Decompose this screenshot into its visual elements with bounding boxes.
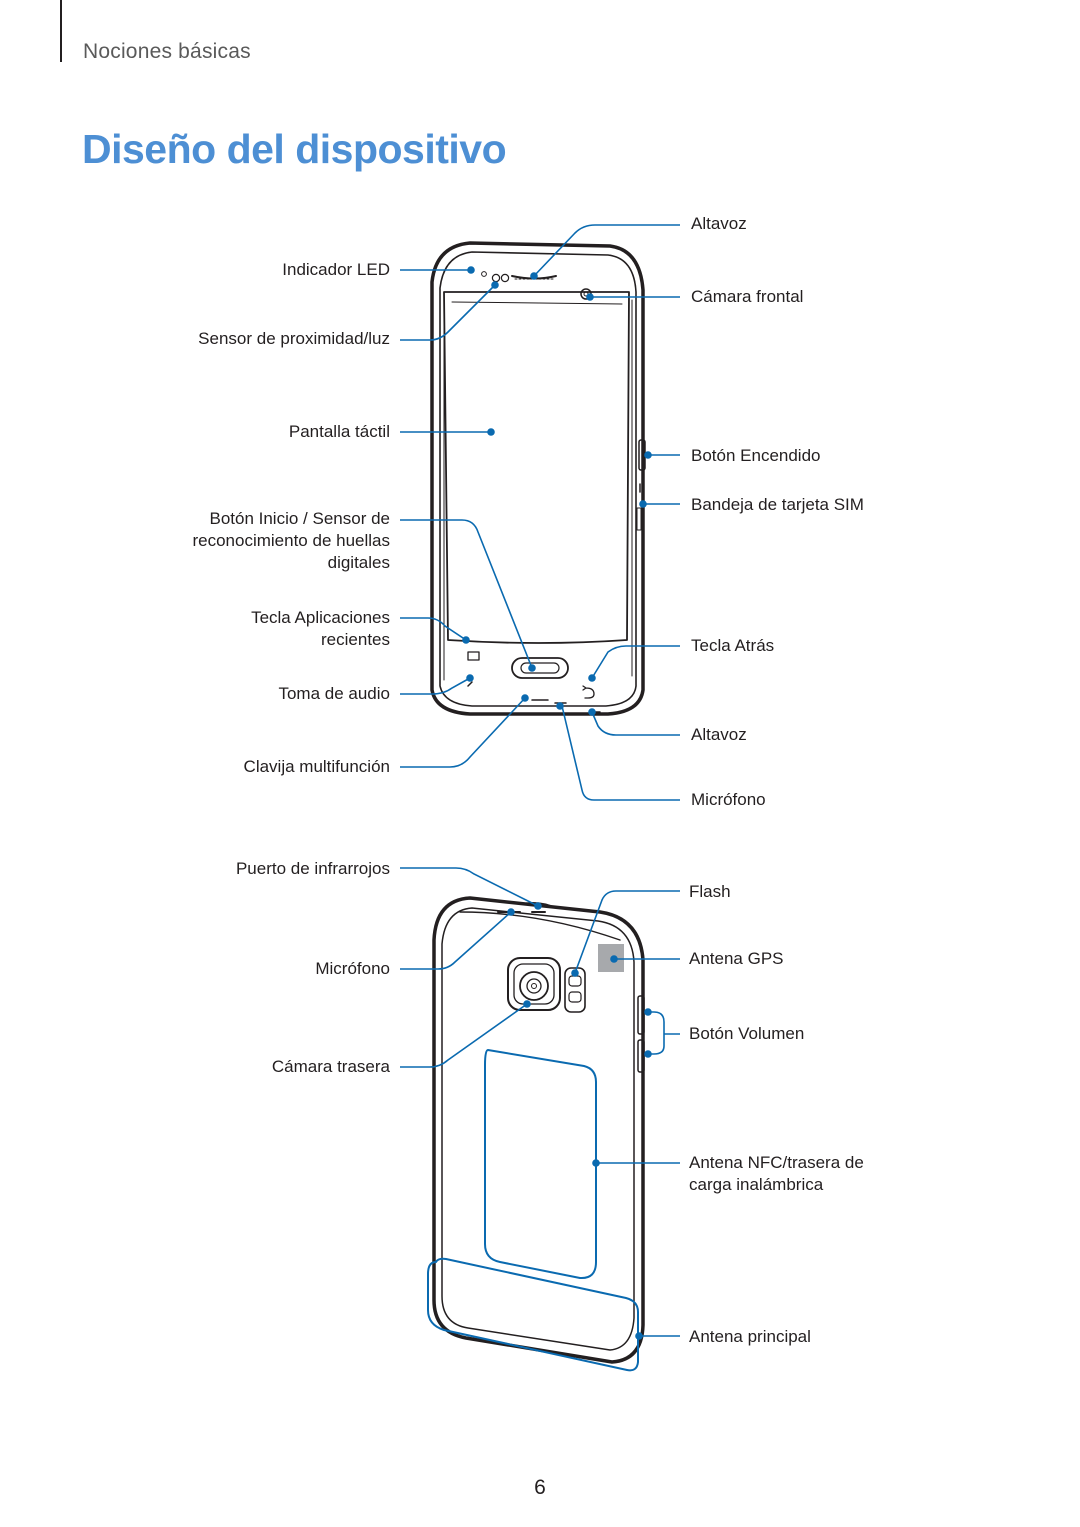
label-back-key: Tecla Atrás <box>691 636 775 655</box>
label-led-indicator: Indicador LED <box>282 260 390 279</box>
label-nfc-antenna-line1: Antena NFC/trasera de <box>689 1153 864 1172</box>
label-sim-tray: Bandeja de tarjeta SIM <box>691 495 864 514</box>
back-callout-dots <box>507 902 652 1340</box>
label-ir-port: Puerto de infrarrojos <box>235 859 390 878</box>
label-front-camera: Cámara frontal <box>691 287 804 306</box>
label-flash: Flash <box>689 882 731 901</box>
page-title: Diseño del dispositivo <box>82 126 507 172</box>
label-home-key-line1: Botón Inicio / Sensor de <box>209 509 390 528</box>
page-number: 6 <box>534 1476 546 1499</box>
label-recents-key-line1: Tecla Aplicaciones <box>251 608 390 627</box>
page-rule <box>60 0 62 62</box>
front-callout-dots <box>462 266 652 716</box>
label-volume-key: Botón Volumen <box>689 1024 805 1043</box>
section-label: Nociones básicas <box>83 40 251 63</box>
label-speaker: Altavoz <box>691 725 747 744</box>
front-phone <box>430 241 646 716</box>
label-audio-jack: Toma de audio <box>278 684 390 703</box>
label-home-key-line2: reconocimiento de huellas <box>192 531 390 550</box>
label-front-microphone: Micrófono <box>691 790 766 809</box>
label-earpiece: Altavoz <box>691 214 747 233</box>
back-callouts <box>400 867 680 1337</box>
label-gps-antenna: Antena GPS <box>689 949 784 968</box>
label-rear-camera: Cámara trasera <box>271 1057 390 1076</box>
label-power-key: Botón Encendido <box>691 446 821 465</box>
front-callouts <box>400 224 680 801</box>
label-main-antenna: Antena principal <box>689 1327 811 1346</box>
label-nfc-antenna-line2: carga inalámbrica <box>689 1175 824 1194</box>
label-proximity-sensor: Sensor de proximidad/luz <box>198 329 390 348</box>
label-touchscreen: Pantalla táctil <box>288 422 390 441</box>
label-back-microphone: Micrófono <box>315 959 390 978</box>
label-home-key-line3: digitales <box>327 553 390 572</box>
label-multipurpose-jack: Clavija multifunción <box>243 757 390 776</box>
back-phone <box>427 896 645 1372</box>
label-recents-key-line2: recientes <box>321 630 390 649</box>
